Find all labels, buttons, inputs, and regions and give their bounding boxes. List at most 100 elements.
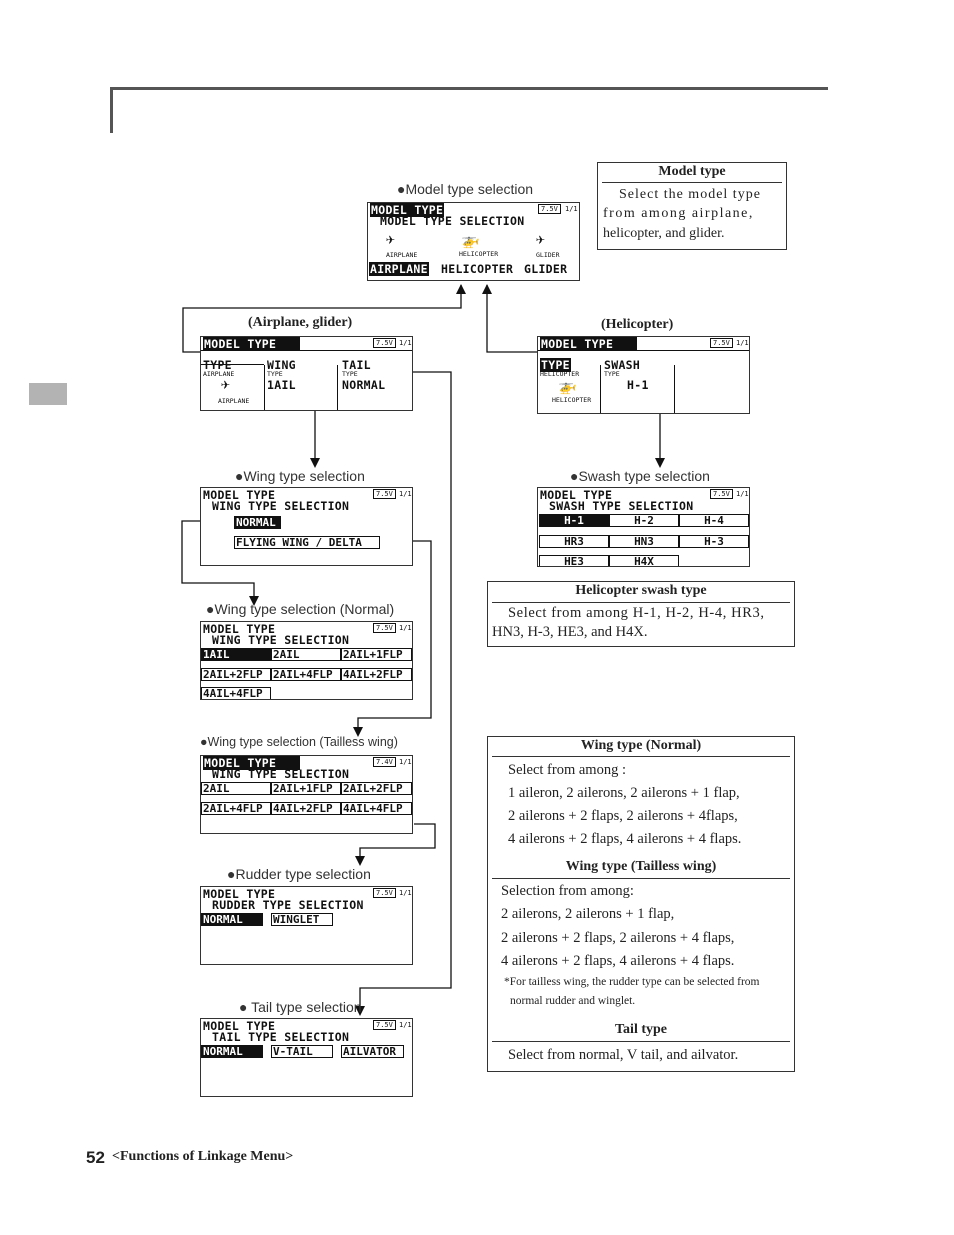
swash-value: H-1	[627, 378, 649, 392]
screen-model-type-selection: MODEL TYPE 7.5V 1/1 MODEL TYPE SELECTION…	[367, 202, 580, 281]
option-wing[interactable]: 2AIL+1FLP	[271, 782, 341, 795]
info-line: Select the model type	[619, 187, 761, 202]
info-line: Select from normal, V tail, and ailvator…	[508, 1047, 739, 1063]
page-indicator: 1/1	[399, 624, 412, 632]
info-line: Select from among H-1, H-2, H-4, HR3,	[508, 605, 765, 621]
option-swash[interactable]: H-2	[609, 514, 679, 527]
type-sub: AIRPLANE	[203, 370, 235, 378]
icon-label-airplane: AIRPLANE	[218, 397, 250, 405]
info-box-title: Model type	[658, 164, 726, 179]
caption-rudder-type: ●Rudder type selection	[227, 866, 371, 882]
info-box-rule	[492, 602, 790, 603]
screen-title: MODEL TYPE	[203, 622, 276, 636]
battery-voltage: 7.5V	[373, 623, 396, 633]
screen-wing-normal: MODEL TYPE 7.5V 1/1 WING TYPE SELECTION …	[200, 621, 413, 700]
option-rudder-winglet[interactable]: WINGLET	[271, 913, 333, 926]
option-swash[interactable]: H-4	[679, 514, 749, 527]
option-normal[interactable]: NORMAL	[234, 516, 281, 529]
option-tail-ailvator[interactable]: AILVATOR	[341, 1045, 404, 1058]
option-wing[interactable]: 2AIL+4FLP	[271, 668, 341, 681]
info-line: Select from among :	[508, 762, 626, 778]
page-indicator: 1/1	[399, 490, 412, 498]
option-wing[interactable]: 4AIL+4FLP	[201, 687, 271, 699]
info-box-title: Wing type (Tailless wing)	[565, 859, 717, 874]
info-note: normal rudder and winglet.	[510, 995, 636, 1007]
info-box-rule	[602, 182, 782, 183]
info-box-rule	[492, 756, 790, 757]
tail-heading[interactable]: TAIL	[342, 358, 371, 372]
caption-helicopter: (Helicopter)	[601, 317, 674, 332]
option-swash[interactable]: HE3	[539, 555, 609, 566]
option-wing[interactable]: 2AIL	[201, 782, 271, 795]
info-line: 1 aileron, 2 ailerons, 2 ailerons + 1 fl…	[508, 785, 740, 801]
battery-voltage: 7.5V	[710, 489, 733, 499]
screen-tail-type: MODEL TYPE 7.5V 1/1 TAIL TYPE SELECTION …	[200, 1018, 413, 1097]
screen-subtitle: TAIL TYPE SELECTION	[212, 1030, 350, 1044]
wing-heading[interactable]: WING	[267, 358, 296, 372]
screen-title: MODEL TYPE	[203, 887, 276, 901]
option-helicopter[interactable]: HELICOPTER	[441, 262, 514, 276]
battery-voltage: 7.5V	[373, 888, 396, 898]
info-box-rule	[492, 1041, 790, 1042]
info-line: 4 ailerons + 2 flaps, 4 ailerons + 4 fla…	[501, 953, 735, 969]
wing-sub: TYPE	[267, 370, 283, 378]
option-wing[interactable]: 4AIL+2FLP	[271, 802, 341, 815]
option-wing[interactable]: 2AIL	[271, 648, 341, 661]
screen-subtitle: WING TYPE SELECTION	[212, 767, 350, 781]
connector-tail-down	[359, 371, 452, 1012]
option-tail-normal[interactable]: NORMAL	[201, 1045, 263, 1058]
header-rule	[110, 87, 828, 90]
option-swash[interactable]: H-1	[539, 514, 609, 527]
info-line: 4 ailerons + 2 flaps, 4 ailerons + 4 fla…	[508, 831, 742, 847]
page-indicator: 1/1	[736, 339, 749, 347]
option-wing[interactable]: 2AIL+2FLP	[341, 782, 412, 795]
page-indicator: 1/1	[399, 889, 412, 897]
option-wing[interactable]: 4AIL+2FLP	[341, 668, 412, 681]
info-line: 2 ailerons + 2 flaps, 2 ailerons + 4flap…	[508, 808, 738, 824]
info-line: HN3, H-3, HE3, and H4X.	[492, 624, 648, 640]
option-swash[interactable]: HR3	[539, 535, 609, 548]
info-box-title: Tail type	[615, 1022, 667, 1037]
option-swash[interactable]: H-3	[679, 535, 749, 548]
caption-airplane-glider: (Airplane, glider)	[248, 315, 353, 330]
option-wing[interactable]: 2AIL+2FLP	[201, 668, 271, 681]
helicopter-icon: 🚁	[558, 377, 577, 395]
type-sub: HELICOPTER	[540, 370, 580, 378]
option-wing[interactable]: 1AIL	[201, 648, 271, 661]
option-tail-v-tail[interactable]: V-TAIL	[271, 1045, 333, 1058]
option-swash[interactable]: HN3	[609, 535, 679, 548]
option-glider[interactable]: GLIDER	[524, 262, 568, 276]
option-wing[interactable]: 4AIL+4FLP	[341, 802, 412, 815]
swash-heading[interactable]: SWASH	[604, 358, 641, 372]
connector-normal-down	[181, 520, 255, 602]
info-line: Selection from among:	[501, 883, 634, 899]
option-wing[interactable]: 2AIL+1FLP	[341, 648, 412, 661]
info-note: *For tailless wing, the rudder type can …	[504, 976, 760, 988]
battery-voltage: 7.5V	[373, 1020, 396, 1030]
connector-helicopter-up	[486, 285, 543, 353]
info-box-title: Helicopter swash type	[575, 583, 707, 598]
screen-subtitle: MODEL TYPE SELECTION	[380, 214, 525, 228]
info-box-helicopter-swash: Helicopter swash type Select from among …	[487, 581, 795, 647]
glider-icon: ✈	[536, 230, 546, 248]
option-wing[interactable]: 2AIL+4FLP	[201, 802, 271, 815]
page-indicator: 1/1	[736, 490, 749, 498]
screen-subtitle: WING TYPE SELECTION	[212, 633, 350, 647]
icon-label-helicopter: HELICOPTER	[552, 396, 592, 404]
option-swash[interactable]: H4X	[609, 555, 679, 566]
screen-title: MODEL TYPE	[370, 203, 445, 217]
battery-voltage: 7.5V	[538, 204, 561, 214]
screen-airplane-model-type: MODEL TYPE 7.5V 1/1 TYPE AIRPLANE ✈ AIRP…	[200, 336, 413, 411]
footer-section: <Functions of Linkage Menu>	[112, 1149, 294, 1164]
page-indicator: 1/1	[565, 205, 578, 213]
info-box-wing-tail-types: Wing type (Normal) Select from among : 1…	[487, 736, 795, 1072]
option-rudder-normal[interactable]: NORMAL	[201, 913, 263, 926]
type-heading[interactable]: TYPE	[203, 358, 232, 372]
type-heading[interactable]: TYPE	[540, 358, 571, 372]
wing-value: 1AIL	[267, 378, 296, 392]
caption-wing-type-selection: ●Wing type selection	[235, 468, 365, 484]
option-airplane[interactable]: AIRPLANE	[369, 262, 429, 276]
option-flying-wing-delta[interactable]: FLYING WING / DELTA	[234, 536, 380, 549]
connector-airplane-up	[182, 285, 462, 353]
